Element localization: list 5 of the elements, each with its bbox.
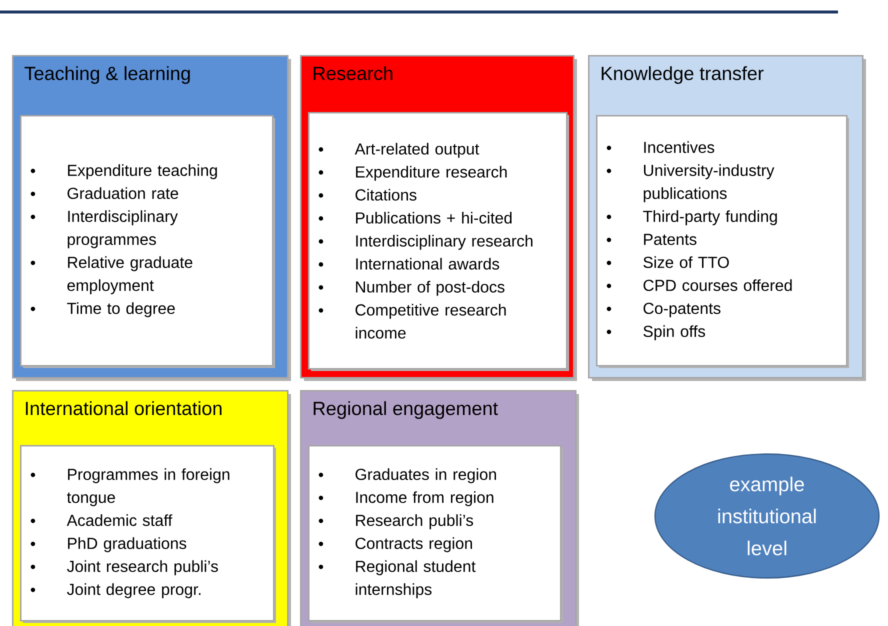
bullet-list-box: Expenditure teaching Graduation rate Interdisciplinary programmes Relative graduate employment Time to degree bbox=[20, 115, 275, 368]
bullet-list-box: Incentives University-industry publications Third-party funding Patents Size of TTO CPD courses offered Co-patents Spin offs bbox=[596, 115, 850, 368]
bullet-list-box: Graduates in region Income from region Research publi’s Contracts region Regional student internships bbox=[308, 445, 563, 623]
bullet-list-box: Art-related output Expenditure research Citations Publications + hi-cited Interdisciplinary research International awards Number of post-docs Competitive research income bbox=[308, 112, 569, 371]
bullet-list-box: Programmes in foreign tongue Academic staff PhD graduations Joint research publi’s Joint degree progr. bbox=[20, 445, 276, 623]
